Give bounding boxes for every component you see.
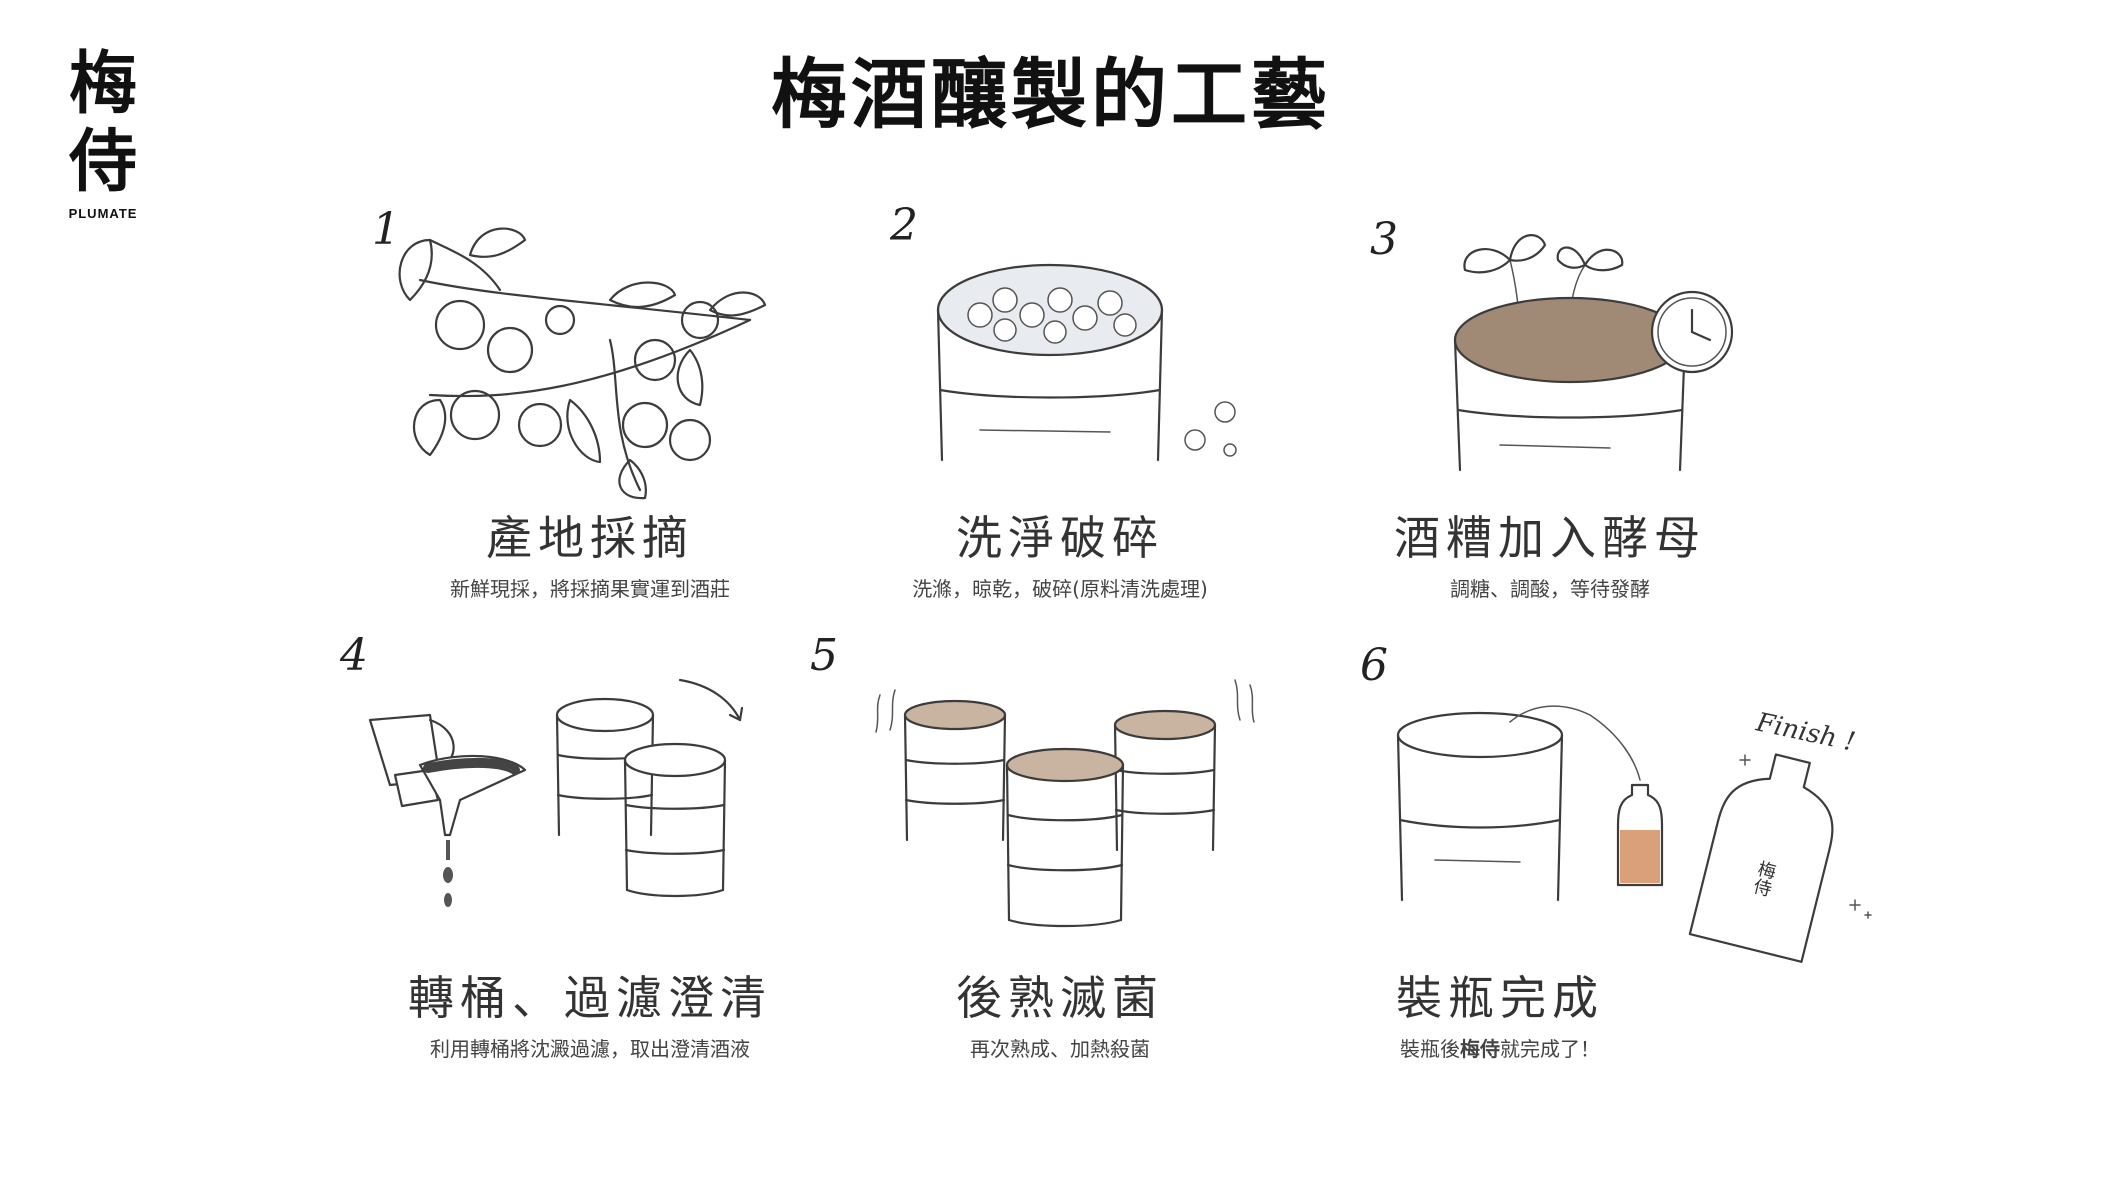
step-desc: 裝瓶後梅侍就完成了！ [1260,1035,1740,1063]
step-title: 產地採摘 [486,511,694,565]
plumate-bottle: 梅侍 [1688,753,1834,963]
step-2: 2 洗淨破碎 洗滌，晾乾，破碎(原料清洗處理) [780,200,1340,660]
step-6: 6 Finish ! 梅侍 裝瓶完成 裝瓶後梅侍就完成了！ [1260,640,1872,1120]
step-desc: 洗滌，晾乾，破碎(原料清洗處理) [912,577,1208,601]
step-desc: 新鮮現採，將採摘果實運到酒莊 [450,577,730,601]
desc-brand: 梅侍 [1460,1037,1500,1061]
step-title: 裝瓶完成 [1396,971,1604,1025]
step-number: 2 [890,200,918,251]
step-number: 1 [372,204,400,255]
step-4: 4 轉桶、過濾澄清 利用轉桶將沈澱過濾，取出澄清酒液 [310,630,870,1120]
logo-subtitle: PLUMATE [68,206,138,221]
step-title: 後熟滅菌 [956,971,1164,1025]
step-desc: 利用轉桶將沈澱過濾，取出澄清酒液 [430,1037,750,1061]
step-5: 5 後熟滅菌 再次熟成、加熱殺菌 [780,630,1340,1120]
plum-branch-illustration [398,227,767,500]
step-3: 3 酒糟加入酵母 調糖、調酸，等待發酵 [1270,200,1830,660]
finish-label: Finish ! [1753,707,1858,757]
plum-fruits [967,287,1137,344]
bottling-illustration: Finish ! 梅侍 [1396,705,1872,963]
fermentation-barrel-illustration [1453,234,1734,472]
aging-barrels-illustration [875,679,1255,928]
step-desc: 調糖、調酸，等待發酵 [1450,577,1650,601]
step-1: 1 產地採摘 新鮮現採，將採摘果實運到酒莊 [310,200,870,660]
step-title: 酒糟加入酵母 [1394,511,1706,565]
step-number: 6 [1360,640,1388,691]
page-title: 梅酒釀製的工藝 [771,50,1331,139]
brand-logo: 梅 侍 PLUMATE [56,45,150,222]
step-desc: 再次熟成、加熱殺菌 [970,1037,1150,1061]
logo-char-2: 侍 [68,123,137,202]
step-title: 轉桶、過濾澄清 [408,971,772,1025]
step-number: 4 [340,630,368,681]
step-number: 3 [1370,214,1398,265]
desc-before: 裝瓶後 [1400,1037,1460,1061]
desc-after: 就完成了！ [1500,1037,1600,1061]
logo-char-1: 梅 [68,45,137,124]
racking-filtration-illustration [368,678,744,907]
step-number: 5 [810,630,838,681]
step-title: 洗淨破碎 [956,511,1164,565]
washing-barrel-illustration [936,263,1237,462]
